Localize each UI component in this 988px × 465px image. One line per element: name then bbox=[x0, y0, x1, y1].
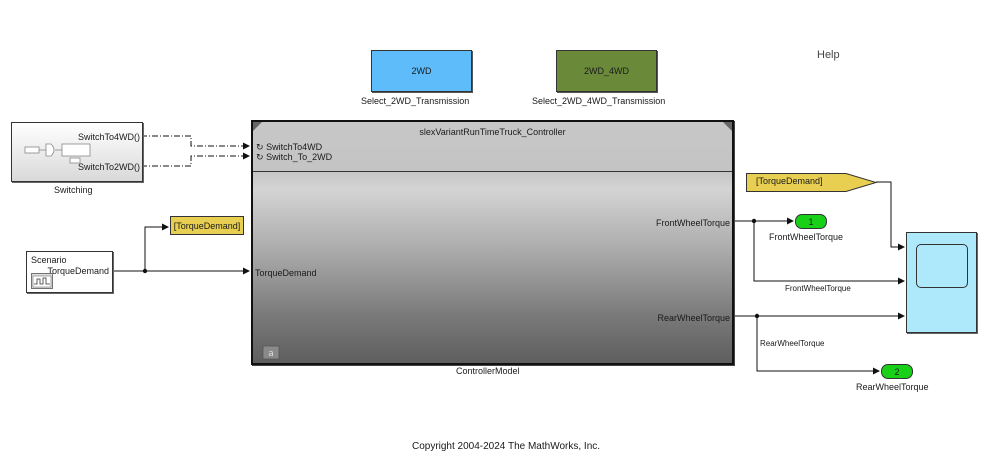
from-tag-torque-demand[interactable]: [TorqueDemand] bbox=[756, 176, 823, 186]
signal-editor-icon bbox=[31, 273, 53, 289]
function-call-line-2wd bbox=[141, 152, 250, 167]
switching-port-4wd: SwitchTo4WD() bbox=[77, 132, 140, 142]
outport-1-caption: FrontWheelTorque bbox=[769, 232, 844, 242]
switching-port-2wd: SwitchTo2WD() bbox=[77, 162, 140, 172]
scenario-port-label: TorqueDemand bbox=[47, 266, 109, 276]
function-port-4wd: ↻ SwitchTo4WD bbox=[256, 142, 322, 153]
signal-label-front: FrontWheelTorque bbox=[785, 284, 851, 293]
front-torque-branch bbox=[753, 221, 905, 285]
switching-caption: Switching bbox=[54, 185, 93, 195]
signal-label-rear: RearWheelTorque bbox=[760, 339, 825, 348]
select-2wd-4wd-caption: Select_2WD_4WD_Transmission bbox=[532, 96, 666, 106]
copyright-text: Copyright 2004-2024 The MathWorks, Inc. bbox=[411, 441, 601, 452]
function-call-icon: ↻ bbox=[256, 152, 264, 162]
outport-rear-wheel-torque[interactable]: 2 bbox=[881, 364, 913, 379]
controller-model-block[interactable]: slexVariantRunTimeTruck_Controller ↻ Swi… bbox=[251, 120, 734, 365]
switching-thumbnail-icon bbox=[24, 143, 91, 164]
outport-front-wheel-torque[interactable]: 1 bbox=[795, 214, 827, 229]
torque-demand-branch bbox=[144, 223, 169, 271]
function-port-2wd: ↻ Switch_To_2WD bbox=[256, 152, 332, 163]
select-2wd-4wd-button[interactable]: 2WD_4WD bbox=[556, 50, 657, 92]
function-call-icon: ↻ bbox=[256, 142, 264, 152]
select-2wd-button[interactable]: 2WD bbox=[371, 50, 472, 92]
corner-marker-icon bbox=[723, 122, 732, 131]
scope-screen-icon bbox=[916, 244, 968, 288]
outport-1-number: 1 bbox=[808, 216, 814, 227]
select-2wd-4wd-button-label: 2WD_4WD bbox=[583, 66, 629, 76]
corner-marker-icon bbox=[253, 122, 262, 131]
from-tag-shape bbox=[746, 173, 878, 192]
output-port-rear-wheel-torque: RearWheelTorque bbox=[657, 313, 730, 323]
help-link[interactable]: Help bbox=[817, 49, 840, 61]
svg-text:a: a bbox=[268, 349, 274, 359]
function-port-4wd-label: SwitchTo4WD bbox=[266, 142, 323, 152]
controller-title: slexVariantRunTimeTruck_Controller bbox=[419, 127, 566, 137]
goto-tag-torque-demand[interactable]: [TorqueDemand] bbox=[170, 216, 244, 235]
model-reference-icon: a bbox=[262, 345, 280, 360]
output-port-front-wheel-torque: FrontWheelTorque bbox=[655, 218, 730, 228]
scenario-block[interactable]: Scenario TorqueDemand bbox=[26, 251, 113, 293]
function-port-2wd-label: Switch_To_2WD bbox=[266, 152, 333, 162]
switching-subsystem[interactable]: SwitchTo4WD() SwitchTo2WD() bbox=[11, 122, 143, 182]
scenario-label: Scenario bbox=[31, 255, 67, 265]
outport-2-number: 2 bbox=[894, 366, 900, 377]
goto-tag-label: [TorqueDemand] bbox=[173, 220, 241, 231]
input-port-torque-demand: TorqueDemand bbox=[255, 268, 317, 278]
function-call-line-4wd bbox=[141, 135, 250, 150]
scope-block[interactable] bbox=[906, 232, 977, 333]
select-2wd-caption: Select_2WD_Transmission bbox=[361, 96, 470, 106]
select-2wd-button-label: 2WD bbox=[411, 66, 432, 76]
controller-divider bbox=[253, 171, 732, 172]
controller-caption: ControllerModel bbox=[456, 366, 520, 376]
from-tag-line bbox=[876, 181, 905, 251]
outport-2-caption: RearWheelTorque bbox=[856, 382, 929, 392]
